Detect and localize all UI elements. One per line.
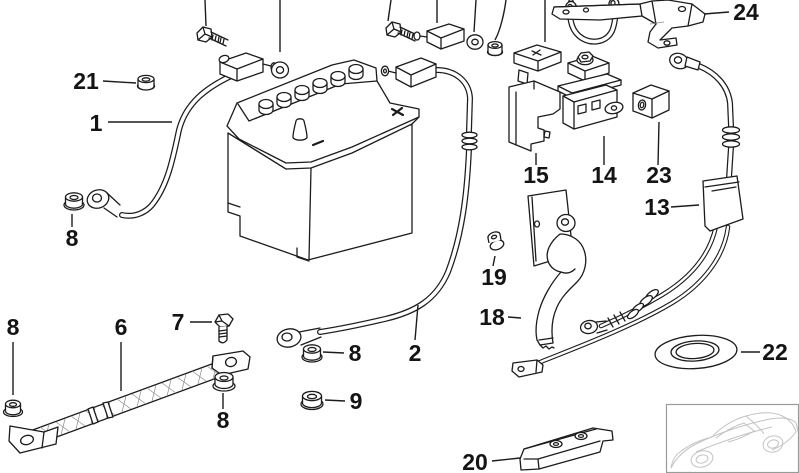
battery-terminal-clamp-1 <box>218 52 278 82</box>
clamp-bolt-right <box>385 21 418 42</box>
callout-8-b-text[interactable]: 8 <box>7 314 20 340</box>
ground-strap-6 <box>8 350 251 454</box>
callout-22-text[interactable]: 22 <box>762 339 788 365</box>
callout-9[interactable]: 9 <box>324 388 363 414</box>
callout-2[interactable]: 2 <box>409 304 422 366</box>
car-outline-icon <box>670 412 799 469</box>
grommet-22 <box>654 334 738 370</box>
leader-line <box>703 11 730 15</box>
callout-22[interactable]: 22 <box>741 339 788 365</box>
callout-19-text[interactable]: 19 <box>481 264 507 290</box>
callout-21[interactable]: 21 <box>73 68 137 94</box>
callout-20-text[interactable]: 20 <box>462 449 488 473</box>
callout-8-c-text[interactable]: 8 <box>217 407 230 433</box>
nut-8-lower-left <box>2 399 24 418</box>
callout-20[interactable]: 20 <box>462 449 521 473</box>
rubber-block-23 <box>632 84 670 119</box>
grommet-21 <box>136 74 156 91</box>
cap-nut-top <box>486 40 504 57</box>
callout-8-a[interactable]: 8 <box>66 214 79 251</box>
callout-15[interactable]: 15 <box>523 153 549 188</box>
callout-23[interactable]: 23 <box>646 121 672 188</box>
fuse-holder-14 <box>557 51 624 130</box>
grommet-19 <box>487 231 505 251</box>
callout-8-a-text[interactable]: 8 <box>66 225 79 251</box>
fuse-box-cover-top <box>513 44 562 85</box>
callout-6-text[interactable]: 6 <box>115 314 128 340</box>
callout-2-text[interactable]: 2 <box>409 340 422 366</box>
leader-line <box>492 255 496 267</box>
nut-9 <box>300 390 324 411</box>
leader-line <box>507 316 522 319</box>
clamp-bolt-left <box>196 26 229 47</box>
washer-top <box>466 34 484 50</box>
callout-23-text[interactable]: 23 <box>646 162 672 188</box>
bracket-24 <box>551 0 706 49</box>
callout-8-c[interactable]: 8 <box>217 393 230 433</box>
callout-24[interactable]: 24 <box>703 0 759 25</box>
callout-19[interactable]: 19 <box>481 255 507 290</box>
washer-left <box>270 61 290 79</box>
callout-8-d-text[interactable]: 8 <box>349 340 362 366</box>
bracket-20 <box>519 427 614 471</box>
leader-line <box>322 351 345 354</box>
leader-line <box>670 204 700 208</box>
cutoff-leader-lines <box>204 0 546 52</box>
fuse-holder-cover-15 <box>508 80 561 152</box>
leader-line <box>414 304 419 341</box>
battery-cable-2 <box>276 66 478 348</box>
battery-cell-caps <box>258 63 364 116</box>
callout-7[interactable]: 7 <box>172 309 212 335</box>
nut-8-upper-left <box>63 192 85 211</box>
callout-14-text[interactable]: 14 <box>591 162 617 188</box>
callout-8-b[interactable]: 8 <box>7 314 20 395</box>
battery-terminal-clamp-2 <box>380 57 437 88</box>
battery-cable-1 <box>86 73 234 219</box>
callout-15-text[interactable]: 15 <box>523 162 549 188</box>
leader-line <box>324 399 346 402</box>
leader-line <box>657 121 660 166</box>
battery <box>226 59 420 262</box>
battery-plus-mark <box>390 106 405 117</box>
callout-13-text[interactable]: 13 <box>644 194 670 220</box>
callout-6[interactable]: 6 <box>115 314 128 391</box>
callout-14[interactable]: 14 <box>591 136 617 188</box>
battery-cable-13 <box>511 52 744 378</box>
grommet-8-mid <box>212 371 236 392</box>
callout-9-text[interactable]: 9 <box>350 388 363 414</box>
battery-post <box>292 118 308 141</box>
bolt-7 <box>214 313 234 344</box>
callout-18-text[interactable]: 18 <box>479 304 505 330</box>
car-thumbnail <box>665 403 799 473</box>
callout-7-text[interactable]: 7 <box>172 309 185 335</box>
leader-line <box>102 80 137 84</box>
callout-18[interactable]: 18 <box>479 304 522 330</box>
leader-line <box>491 457 521 462</box>
callout-24-text[interactable]: 24 <box>733 0 759 25</box>
callout-13[interactable]: 13 <box>644 194 700 220</box>
battery-minus-mark <box>311 139 325 147</box>
callout-8-d[interactable]: 8 <box>322 340 362 366</box>
battery-terminal-clamp-3 <box>413 23 465 50</box>
holddown-bracket-18 <box>527 189 587 350</box>
callout-1[interactable]: 1 <box>90 110 172 136</box>
nut-8-center <box>301 344 323 363</box>
callout-21-text[interactable]: 21 <box>73 68 99 94</box>
callout-1-text[interactable]: 1 <box>90 110 103 136</box>
